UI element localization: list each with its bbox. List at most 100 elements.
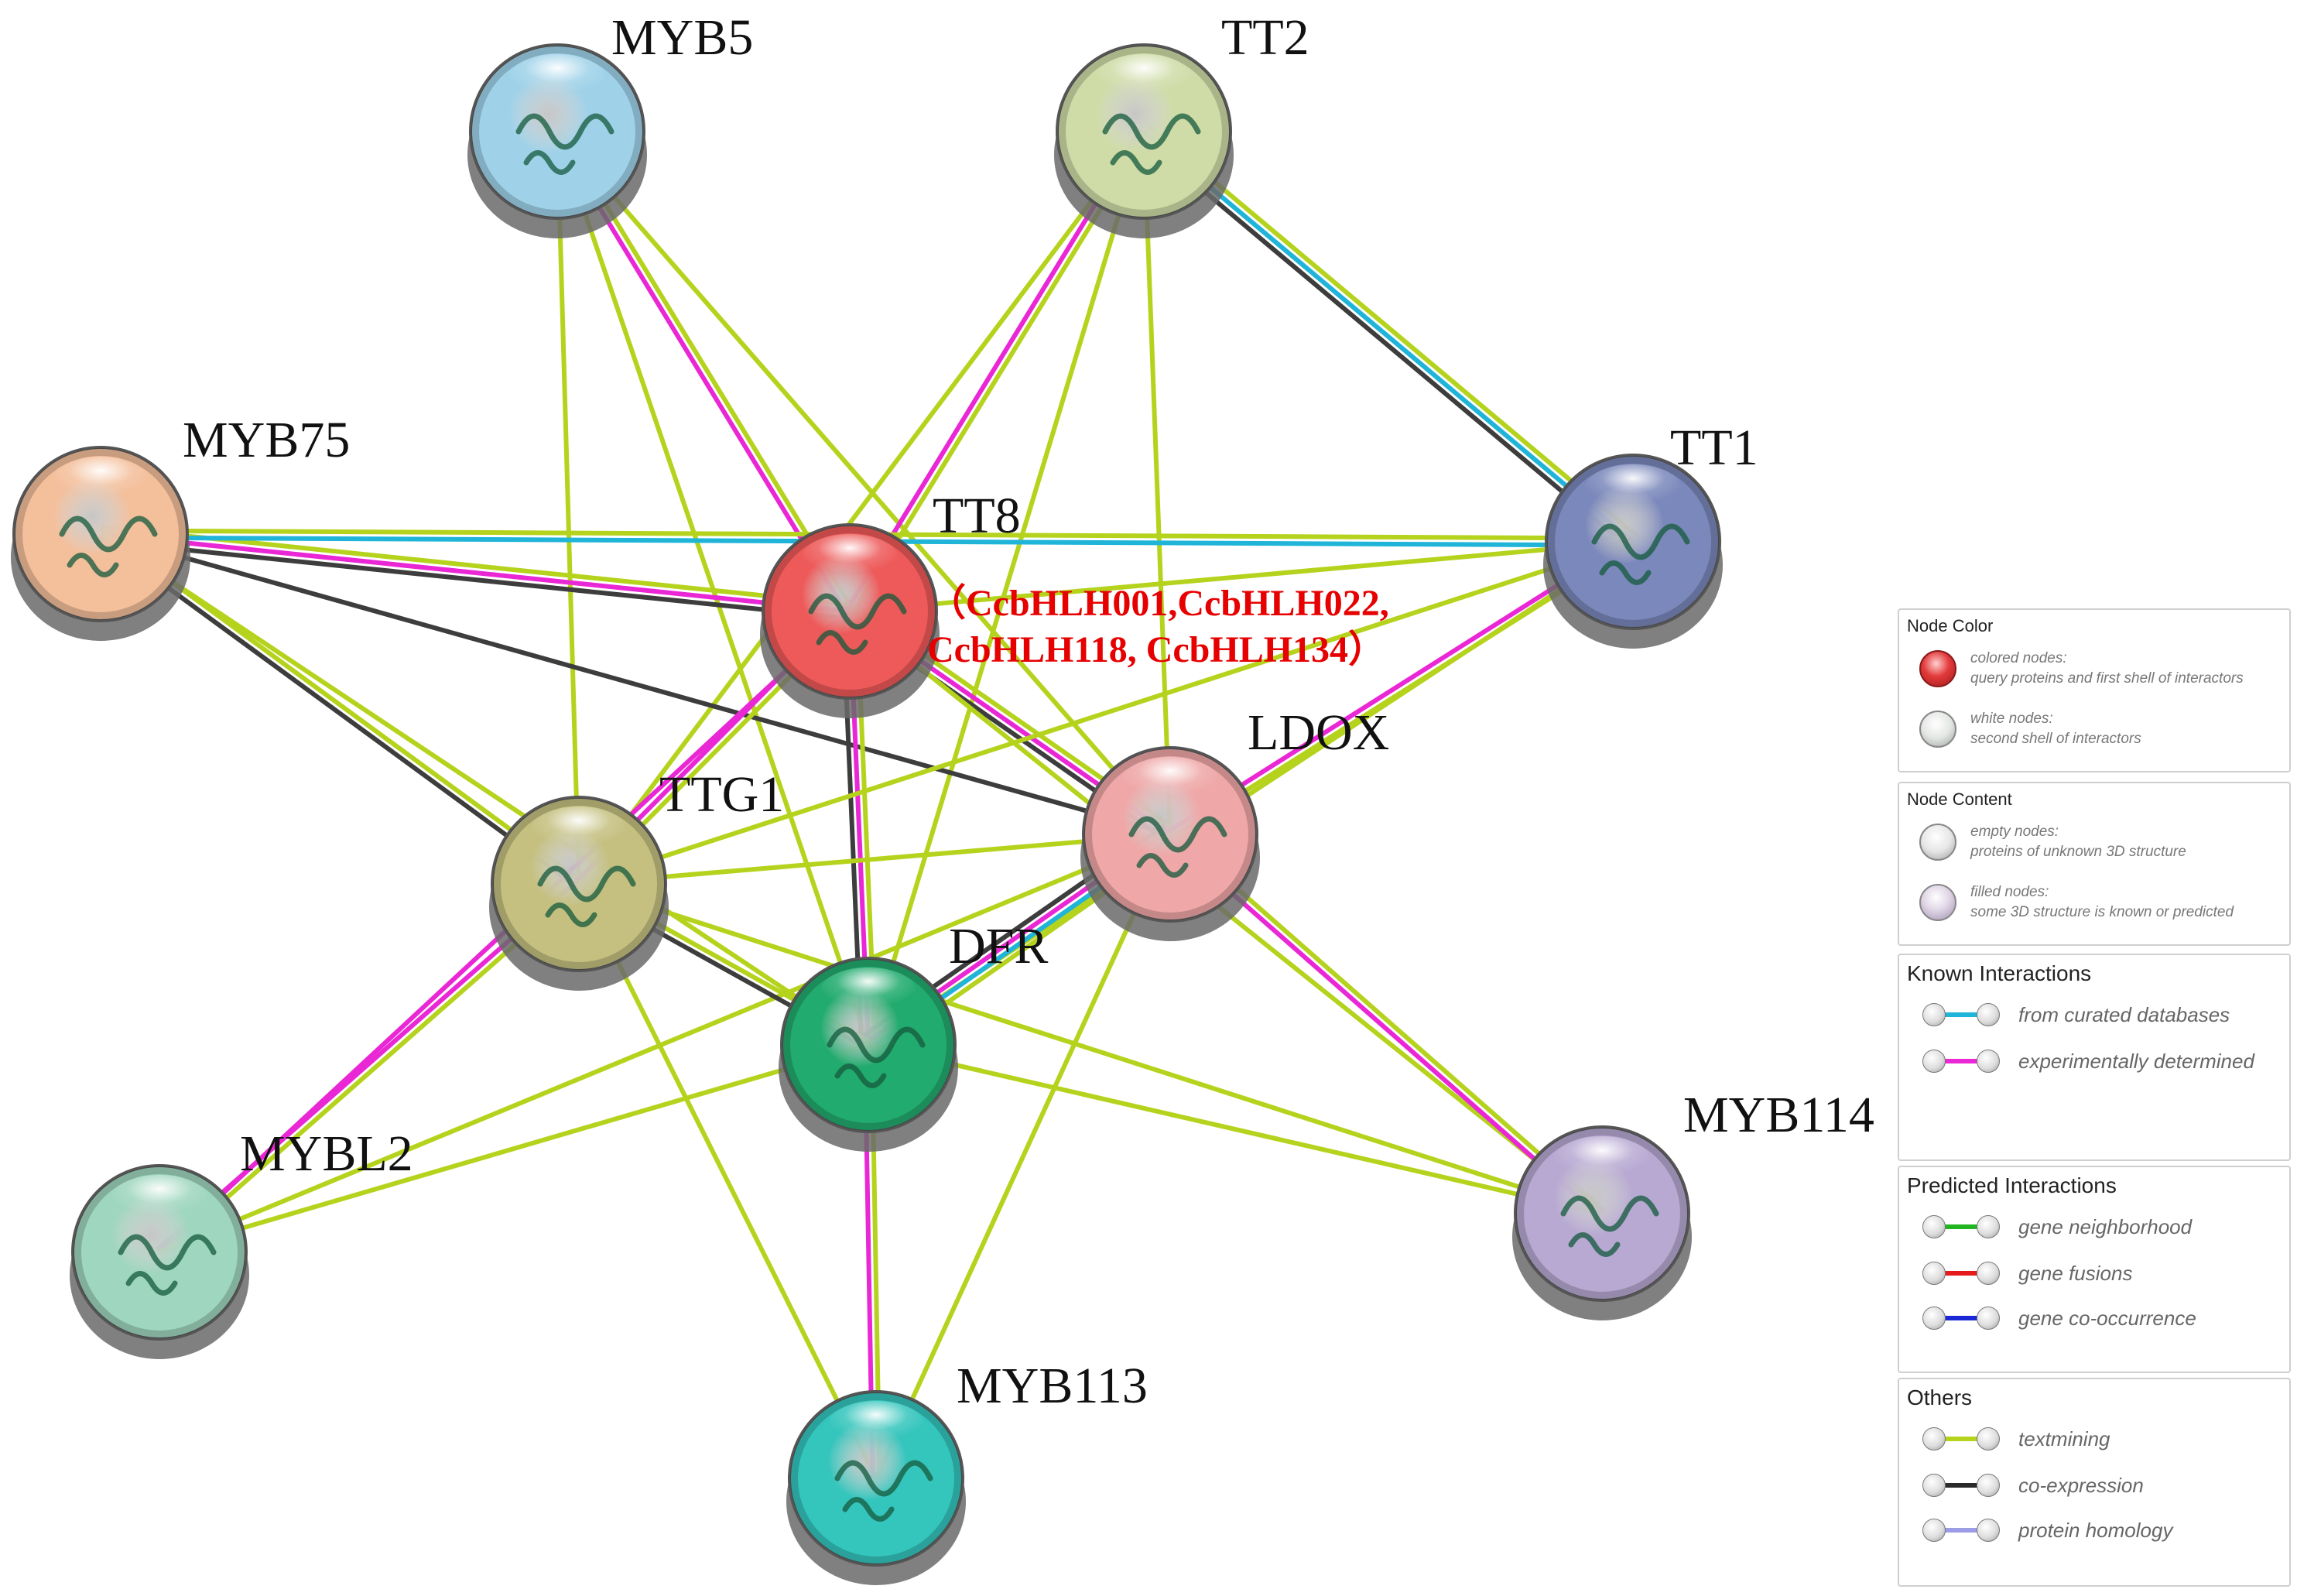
node-sphere <box>491 796 667 972</box>
node-highlight <box>509 54 605 101</box>
node-label-ttg1: TTG1 <box>659 766 784 823</box>
node-highlight <box>1122 757 1218 803</box>
node-highlight <box>828 1401 924 1447</box>
edge-TT2-TT1-coexpression <box>1138 135 1631 550</box>
node-highlight <box>531 807 627 853</box>
protein-structure-icon <box>537 865 636 927</box>
node-label-dfr: DFR <box>949 918 1048 974</box>
edge-TT2-TT1-curated <box>1142 129 1635 544</box>
node-ttg1[interactable]: TTG1 <box>489 766 784 991</box>
legend-predicted-interactions: Predicted Interactions gene neighborhood… <box>1898 1166 2291 1373</box>
node-tt2[interactable]: TT2 <box>1054 9 1309 238</box>
node-rim <box>1084 748 1256 920</box>
node-myb114[interactable]: MYB114 <box>1512 1087 1874 1320</box>
protein-structure-icon <box>827 1026 926 1088</box>
node-rim <box>1516 1128 1688 1300</box>
legend-white-nodes-line1: white nodes: <box>1970 711 2053 727</box>
node-ldox[interactable]: LDOX <box>1080 704 1389 941</box>
legend-ball-icon <box>1977 1003 2000 1026</box>
legend-textmining-label: textmining <box>2018 1427 2110 1450</box>
legend-entry-coexpression: co-expression <box>1922 1474 2286 1502</box>
protein-structure-icon <box>1560 1195 1659 1257</box>
legend-entry-experimental: experimentally determined <box>1922 1050 2286 1077</box>
legend-node-color: Node Color colored nodes: query proteins… <box>1898 608 2291 772</box>
node-myb5[interactable]: MYB5 <box>467 9 753 238</box>
experimental-line-icon <box>1944 1059 1981 1063</box>
legend-ball-icon <box>1977 1307 2000 1330</box>
node-label-myb113: MYB113 <box>957 1358 1148 1414</box>
node-mybl2[interactable]: MYBL2 <box>70 1125 413 1359</box>
node-sphere <box>71 1164 248 1341</box>
protein-structure-icon <box>515 113 614 175</box>
fusion-line-icon <box>1944 1271 1981 1276</box>
query-annotation-line1: （CcbHLH001,CcbHLH022, <box>929 583 1389 624</box>
textmining-line-icon <box>1944 1437 1981 1441</box>
node-label-tt8: TT8 <box>933 488 1021 544</box>
legend-experimental-label: experimentally determined <box>2018 1050 2254 1073</box>
node-label-tt1: TT1 <box>1670 420 1758 476</box>
node-rim <box>790 1392 962 1564</box>
legend-empty-nodes-line1: empty nodes: <box>1970 824 2059 840</box>
protein-structure-icon <box>1102 113 1201 175</box>
legend-entry-colored-nodes: colored nodes: query proteins and first … <box>1919 650 2283 697</box>
legend-node-color-title: Node Color <box>1907 616 1994 635</box>
node-highlight <box>1585 464 1681 511</box>
edge-TTG1-MYB113-textmining <box>577 882 878 1480</box>
legend-ball-icon <box>1922 1519 1946 1542</box>
protein-structure-icon <box>1128 816 1227 878</box>
edge-MYB5-TTG1-textmining <box>555 131 581 885</box>
legend-colored-nodes-line1: colored nodes: <box>1970 650 2067 666</box>
edge-LDOX-MYB113-textmining <box>874 833 1172 1480</box>
legend-entry-neighborhood: gene neighborhood <box>1922 1215 2286 1243</box>
edge-LDOX-MYBL2-textmining <box>158 832 1172 1255</box>
edges-layer <box>97 124 1639 1480</box>
legend-ball-icon <box>1977 1050 2000 1073</box>
node-tt1[interactable]: TT1 <box>1543 420 1758 649</box>
coexpression-line-icon <box>1944 1483 1981 1488</box>
node-sphere <box>788 1390 964 1567</box>
edge-MYB5-LDOX-textmining <box>555 130 1172 836</box>
node-myb113[interactable]: MYB113 <box>786 1358 1148 1585</box>
legend-node-content-title: Node Content <box>1907 789 2012 809</box>
empty-node-icon <box>1919 824 1956 861</box>
edge-DFR-MYB114-textmining <box>868 1043 1603 1216</box>
node-highlight <box>802 534 898 581</box>
legend-fusions-label: gene fusions <box>2018 1262 2133 1285</box>
edge-MYB75-TT8-coexpression <box>99 538 850 621</box>
legend-known-title: Known Interactions <box>1907 961 2092 985</box>
legend-curated-label: from curated databases <box>2018 1003 2230 1026</box>
node-rim <box>1058 46 1230 217</box>
node-label-myb75: MYB75 <box>183 412 350 468</box>
edge-TTG1-MYB114-textmining <box>578 882 1603 1216</box>
legend-entry-fusions: gene fusions <box>1922 1262 2286 1289</box>
node-rim <box>1547 456 1719 628</box>
legend-entry-homology: protein homology <box>1922 1519 2286 1546</box>
edge-TT2-LDOX-textmining <box>1142 131 1172 835</box>
curated-line-icon <box>1944 1012 1981 1017</box>
node-sphere <box>1056 43 1232 220</box>
edge-MYB75-TT8-experimental <box>100 532 851 614</box>
legend-entry-filled-nodes: filled nodes: some 3D structure is known… <box>1919 884 2283 930</box>
node-label-myb5: MYB5 <box>611 9 753 66</box>
legend-cooccurrence-label: gene co-occurrence <box>2018 1307 2196 1330</box>
node-dfr[interactable]: DFR <box>779 918 1048 1152</box>
node-sphere <box>762 523 938 700</box>
edge-DFR-MYBL2-textmining <box>159 1043 869 1255</box>
node-myb75[interactable]: MYB75 <box>11 412 350 641</box>
legend-ball-icon <box>1977 1519 2000 1542</box>
node-tt8[interactable]: TT8 <box>760 488 1021 718</box>
node-sphere <box>12 446 189 622</box>
legend-others: Others textmining co-expression protein … <box>1898 1378 2291 1587</box>
node-sphere <box>1514 1125 1690 1302</box>
legend-known-interactions: Known Interactions from curated database… <box>1898 954 2291 1161</box>
edge-TT2-TT1-textmining <box>1146 124 1639 539</box>
legend-ball-icon <box>1922 1474 1946 1497</box>
legend-ball-icon <box>1922 1427 1946 1450</box>
legend-coexpression-label: co-expression <box>2018 1474 2144 1497</box>
protein-structure-icon <box>834 1460 933 1522</box>
node-rim <box>15 448 187 620</box>
red-node-icon <box>1919 650 1956 687</box>
homology-line-icon <box>1944 1528 1981 1533</box>
